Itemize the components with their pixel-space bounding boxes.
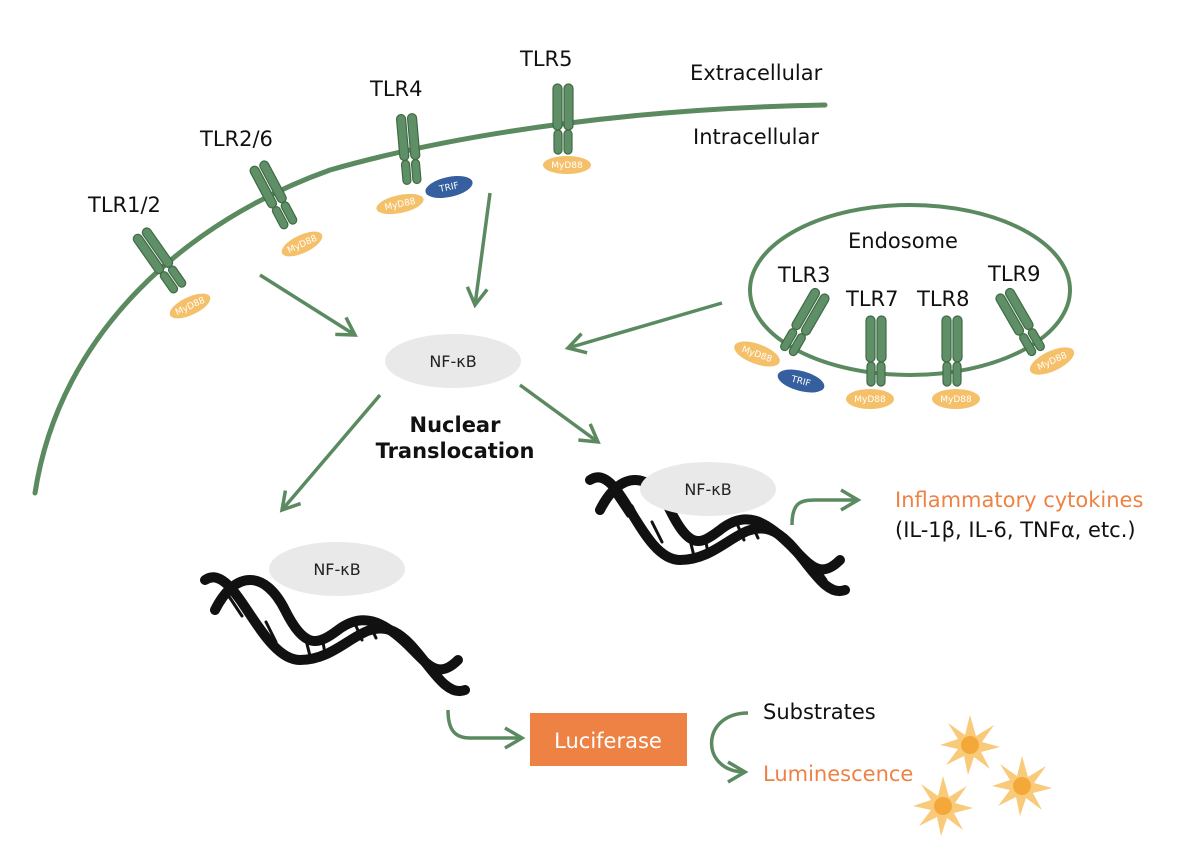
lower-dna-helix <box>200 572 470 697</box>
tlr9-label: TLR9 <box>987 262 1040 286</box>
nuclear-translocation-line1: Nuclear <box>410 413 502 437</box>
luciferase-label: Luciferase <box>554 729 662 753</box>
tlr5-myd88: MyD88 <box>543 156 591 174</box>
tlr9-myd88: MyD88 <box>1029 347 1075 375</box>
tlr1-2-myd88: MyD88 <box>169 293 211 319</box>
endosome-label: Endosome <box>848 229 958 253</box>
substrates-label: Substrates <box>763 700 876 724</box>
arrow-endosome-to-nfkb <box>564 301 723 355</box>
luminescence-star-1 <box>940 715 1000 775</box>
tlr2-6-myd88: MyD88 <box>281 231 323 257</box>
tlr8-myd88: MyD88 <box>932 389 980 409</box>
svg-text:MyD88: MyD88 <box>940 395 972 405</box>
cytokine-examples-label: (IL-1β, IL-6, TNFα, etc.) <box>895 518 1136 542</box>
arrow-tlr4-to-nfkb <box>465 192 492 309</box>
tlr1-2-receptor <box>130 225 189 296</box>
luminescence-star-3 <box>913 776 973 836</box>
arrow-nfkb-to-lower-dna <box>279 393 382 513</box>
tlr7-myd88: MyD88 <box>846 389 894 409</box>
tlr8-label: TLR8 <box>916 287 969 311</box>
tlr2-6-label: TLR2/6 <box>199 127 273 151</box>
tlr4-label: TLR4 <box>369 77 422 101</box>
cell-membrane <box>32 102 828 496</box>
tlr1-2-label: TLR1/2 <box>87 193 161 217</box>
arrow-dna-to-luciferase <box>446 709 526 750</box>
nfkb-upper-dna: NF-κB <box>640 462 776 516</box>
tlr5-label: TLR5 <box>519 47 572 71</box>
luminescence-star-2 <box>992 756 1052 816</box>
svg-text:MyD88: MyD88 <box>854 395 886 405</box>
intracellular-label: Intracellular <box>693 125 819 149</box>
nuclear-translocation-line2: Translocation <box>376 439 535 463</box>
tlr3-receptor <box>777 286 832 359</box>
tlr5-receptor <box>552 83 574 155</box>
tlr9-receptor <box>993 286 1048 359</box>
tlr4-trif: TRIF <box>425 176 473 198</box>
svg-text:NF-κB: NF-κB <box>684 480 731 499</box>
nfkb-lower-dna: NF-κB <box>269 542 405 596</box>
arrow-tlr1-2-to-nfkb <box>259 273 358 337</box>
extracellular-label: Extracellular <box>690 61 823 85</box>
svg-text:NF-κB: NF-κB <box>429 352 476 371</box>
arrow-dna-to-cytokines <box>790 488 862 526</box>
tlr3-myd88: MyD88 <box>734 341 780 367</box>
tlr3-trif: TRIF <box>777 369 825 393</box>
tlr3-label: TLR3 <box>777 263 830 287</box>
tlr7-label: TLR7 <box>845 287 898 311</box>
luciferase-box: Luciferase <box>530 713 687 766</box>
svg-text:MyD88: MyD88 <box>551 161 583 171</box>
tlr8-receptor <box>941 315 963 387</box>
nfkb-cytoplasm: NF-κB <box>385 334 521 388</box>
luminescence-label: Luminescence <box>763 762 913 786</box>
inflammatory-cytokines-label: Inflammatory cytokines <box>895 488 1143 512</box>
svg-text:TRIF: TRIF <box>438 181 460 195</box>
svg-text:NF-κB: NF-κB <box>313 560 360 579</box>
arrow-substrates-to-luminescence <box>709 711 749 784</box>
tlr7-receptor <box>865 315 887 387</box>
arrow-nfkb-to-upper-dna <box>518 383 601 445</box>
endosome-membrane <box>748 203 1072 377</box>
tlr4-myd88: MyD88 <box>376 193 424 215</box>
